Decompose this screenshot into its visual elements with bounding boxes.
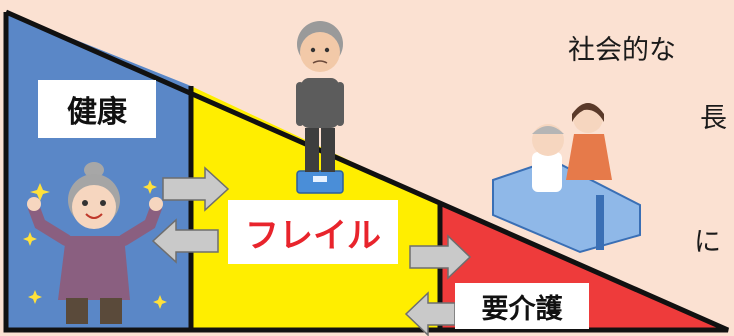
arrow-right-frailty-to-care (409, 234, 472, 280)
stage-label-care: 要介護 (455, 283, 589, 329)
triangle-outline (3, 9, 730, 333)
side-text-line3: に (694, 227, 721, 258)
arrow-left-care-to-frailty (404, 291, 456, 336)
side-text-line2: 長 (700, 103, 727, 134)
stage-label-healthy: 健康 (38, 80, 156, 138)
elderly-woman-cheering-illustration (23, 162, 167, 324)
side-text-line1: 社会的な (568, 35, 676, 66)
arrow-left-frailty-to-healthy (151, 218, 219, 264)
elderly-man-on-scale-illustration (296, 21, 344, 194)
stage-label-frailty: フレイル (228, 200, 398, 264)
arrow-right-healthy-to-frailty (162, 166, 230, 212)
bedridden-elderly-with-caregiver-illustration (492, 103, 641, 254)
